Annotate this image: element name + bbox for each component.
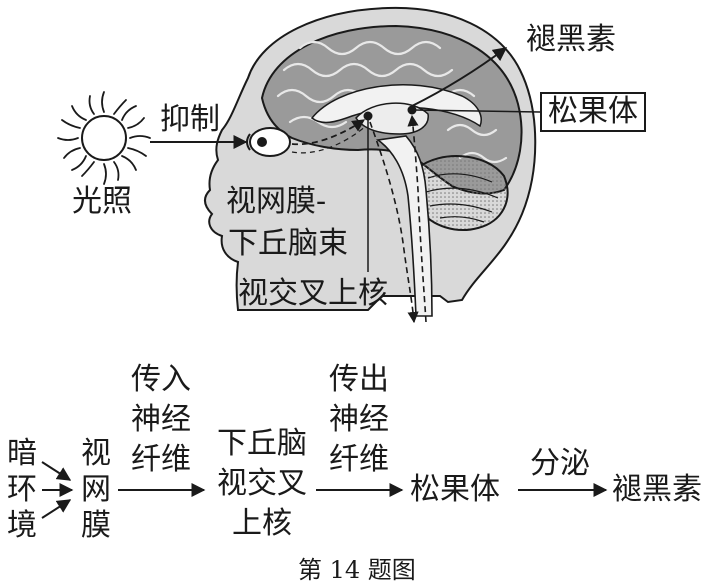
environment-char-2: 境 [7,508,37,543]
retina-char-3: 膜 [81,508,111,543]
descending-pathway [369,121,419,324]
melatonin-flow-label: 褪黑素 [612,472,702,507]
light-label: 光照 [72,184,132,219]
retinohypothalamic-path-lower [291,125,367,154]
tract-label-line1: 视网膜- [226,184,327,219]
center-line-3: 上核 [232,506,292,541]
figure-caption: 第 14 题图 [298,556,416,584]
tract-label-line2: 下丘脑束 [228,226,348,261]
efferent-line-1: 传出 [329,362,389,397]
retina-char-1: 视 [81,436,111,471]
retinohypothalamic-path [291,119,366,146]
brainstem-spinal-cord [375,135,433,317]
dark-char: 暗 [7,436,37,471]
scn-dot [363,111,373,121]
efferent-nerve-label: 传出 神经 纤维 [326,362,392,478]
pineal-flow-label: 松果体 [410,472,500,507]
retina-label: 视 网 膜 [78,436,114,544]
scn-label: 视交叉上核 [238,276,388,311]
environment-char-1: 环 [7,472,37,507]
afferent-line-2: 神经 [131,402,191,437]
pineal-dot [407,105,417,115]
retina-char-2: 网 [81,472,111,507]
secrete-label: 分泌 [530,446,590,481]
pineal-leader-line [413,109,541,113]
pupil [257,137,267,147]
afferent-line-3: 纤维 [131,442,191,477]
inhibit-label: 抑制 [160,102,220,137]
pineal-boxed-label: 松果体 [540,92,646,132]
sun-icon [57,91,151,185]
flow-arrows [41,461,608,519]
melatonin-top-label: 褪黑素 [526,22,616,57]
afferent-line-1: 传入 [131,362,191,397]
center-line-2: 视交叉 [217,466,307,501]
melatonin-release-arrow [411,47,508,107]
cerebellum-folia [425,173,499,223]
stimulus-arrow-top [41,461,72,481]
eye [249,127,291,157]
efferent-line-2: 神经 [329,402,389,437]
ascending-pathway [407,114,427,323]
efferent-line-3: 纤维 [329,442,389,477]
afferent-nerve-label: 传入 神经 纤维 [128,362,194,478]
center-line-1: 下丘脑 [217,426,307,461]
dark-environment-label: 暗 环 境 [4,436,40,544]
hypothalamus-scn-label: 下丘脑 视交叉 上核 [210,426,314,542]
stimulus-arrow-bottom [41,499,72,519]
